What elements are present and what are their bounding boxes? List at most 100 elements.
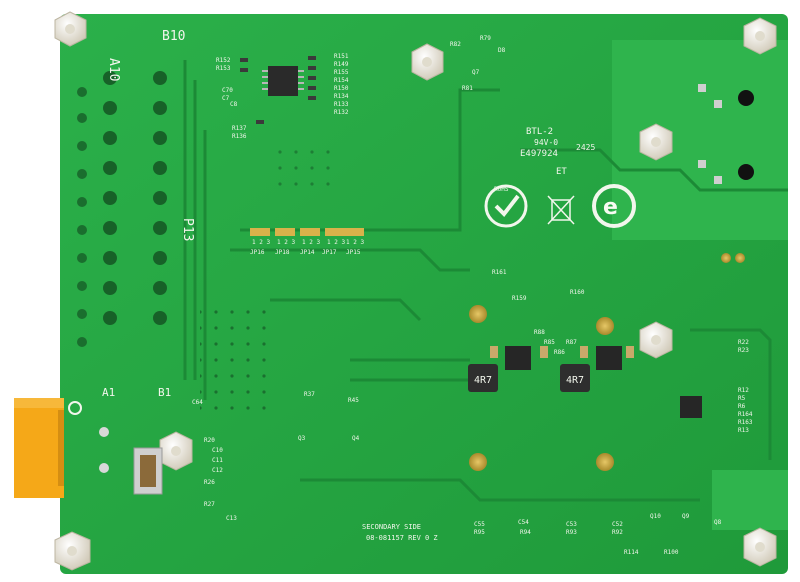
svg-text:1 2 3: 1 2 3: [346, 239, 364, 246]
refdes-top-labels: R151 R149 R155 R154 R150 R134 R133 R132: [334, 53, 349, 116]
svg-text:R134: R134: [334, 93, 349, 100]
inductor-l2: 4R7: [560, 364, 590, 392]
svg-text:R26: R26: [204, 479, 215, 486]
svg-text:C11: C11: [212, 457, 223, 464]
edge-pads-column-b: [103, 71, 167, 325]
svg-text:C54: C54: [518, 519, 529, 526]
standoff-top-mid: [411, 43, 444, 81]
standoff-center-right: [639, 123, 673, 161]
usb-connector: [14, 398, 64, 498]
svg-text:Q3: Q3: [298, 435, 306, 442]
passives-top: [240, 56, 316, 124]
battery-clip: [133, 447, 163, 495]
svg-text:R85: R85: [544, 339, 555, 346]
svg-text:R82: R82: [450, 41, 461, 48]
svg-text:R153: R153: [216, 65, 231, 72]
svg-text:R100: R100: [664, 549, 679, 556]
weee-bin-logo: [547, 195, 575, 225]
svg-text:RoHS: RoHS: [494, 186, 509, 193]
via-field-left: [200, 300, 270, 410]
label-p13: P13: [180, 218, 195, 241]
svg-text:R81: R81: [462, 85, 473, 92]
svg-text:R133: R133: [334, 101, 349, 108]
svg-text:R86: R86: [554, 349, 565, 356]
label-ul-file: E497924: [520, 149, 558, 159]
svg-text:JP14: JP14: [300, 249, 315, 256]
svg-text:R23: R23: [738, 347, 749, 354]
test-points: [68, 401, 109, 473]
svg-text:R152: R152: [216, 57, 231, 64]
svg-text:R20: R20: [204, 437, 215, 444]
standoff-bottom-mid: [159, 431, 193, 471]
label-b1: B1: [158, 386, 171, 399]
svg-text:R150: R150: [334, 85, 349, 92]
jumper-headers: [250, 228, 364, 236]
svg-text:R114: R114: [624, 549, 639, 556]
svg-text:C10: C10: [212, 447, 223, 454]
pcb-copper-pour-right: [612, 40, 788, 240]
rohs-logo: RoHS: [484, 184, 528, 228]
svg-text:4R7: 4R7: [566, 375, 584, 386]
svg-text:R151: R151: [334, 53, 349, 60]
svg-text:R45: R45: [348, 397, 359, 404]
svg-text:1 2 3: 1 2 3: [252, 239, 270, 246]
svg-text:1 2 3: 1 2 3: [327, 239, 345, 246]
svg-text:Q9: Q9: [682, 513, 690, 520]
svg-text:C13: C13: [226, 515, 237, 522]
refdes-mid-labels: R161 R159 R160 R88 R85 R86 R87: [492, 269, 585, 356]
svg-text:R6: R6: [738, 403, 746, 410]
svg-text:C55: C55: [474, 521, 485, 528]
label-part-number: 08-081157 REV 0 Z: [366, 534, 438, 542]
jumper-labels: 1 2 3 1 2 3 1 2 3 1 2 3 1 2 3 JP16 JP18 …: [250, 239, 364, 256]
svg-text:Q7: Q7: [472, 69, 480, 76]
ic-u3-u4: [505, 346, 702, 418]
svg-text:R137: R137: [232, 125, 247, 132]
svg-text:R160: R160: [570, 289, 585, 296]
svg-text:4R7: 4R7: [474, 375, 492, 386]
svg-text:R27: R27: [204, 501, 215, 508]
svg-text:D8: D8: [498, 47, 506, 54]
pcb-traces: [183, 60, 788, 502]
svg-text:JP18: JP18: [275, 249, 290, 256]
standoff-bottom-left: [54, 531, 91, 571]
svg-text:R37: R37: [304, 391, 315, 398]
svg-text:C12: C12: [212, 467, 223, 474]
standoff-top-left: [54, 11, 87, 47]
svg-text:R79: R79: [480, 35, 491, 42]
svg-text:R149: R149: [334, 61, 349, 68]
svg-text:Q8: Q8: [714, 519, 722, 526]
pcb-copper-pour-bottom: [712, 470, 788, 530]
svg-text:R136: R136: [232, 133, 247, 140]
standoff-bottom-right: [743, 527, 777, 567]
recycle-e-logo: e: [592, 184, 636, 228]
svg-text:R164: R164: [738, 411, 753, 418]
svg-text:R13: R13: [738, 427, 749, 434]
standoff-top-right: [743, 17, 777, 55]
svg-text:Q4: Q4: [352, 435, 360, 442]
svg-text:R95: R95: [474, 529, 485, 536]
label-b10: B10: [162, 29, 185, 44]
svg-text:R92: R92: [612, 529, 623, 536]
label-a1: A1: [102, 386, 115, 399]
refdes-right-labels: R22 R23 R12 R5 R6 R164 R163 R13: [738, 339, 753, 434]
label-ul-rating: 94V-0: [534, 138, 558, 147]
svg-text:JP15: JP15: [346, 249, 361, 256]
ic-u13: [262, 66, 304, 96]
gold-pads: [469, 253, 745, 471]
svg-text:C7: C7: [222, 95, 230, 102]
svg-text:C52: C52: [612, 521, 623, 528]
svg-text:e: e: [603, 195, 618, 220]
svg-text:1 2 3: 1 2 3: [277, 239, 295, 246]
label-date-code: 2425: [576, 143, 595, 152]
inductor-l1: 4R7: [468, 364, 498, 392]
svg-text:R132: R132: [334, 109, 349, 116]
svg-text:JP16: JP16: [250, 249, 265, 256]
via-field-mid: [270, 150, 330, 190]
svg-text:R22: R22: [738, 339, 749, 346]
refdes-left-labels: R152 R153 C70 C7 C8 R137 R136: [216, 57, 247, 140]
svg-text:R163: R163: [738, 419, 753, 426]
svg-text:R87: R87: [566, 339, 577, 346]
svg-text:JP17: JP17: [322, 249, 337, 256]
svg-text:C70: C70: [222, 87, 233, 94]
